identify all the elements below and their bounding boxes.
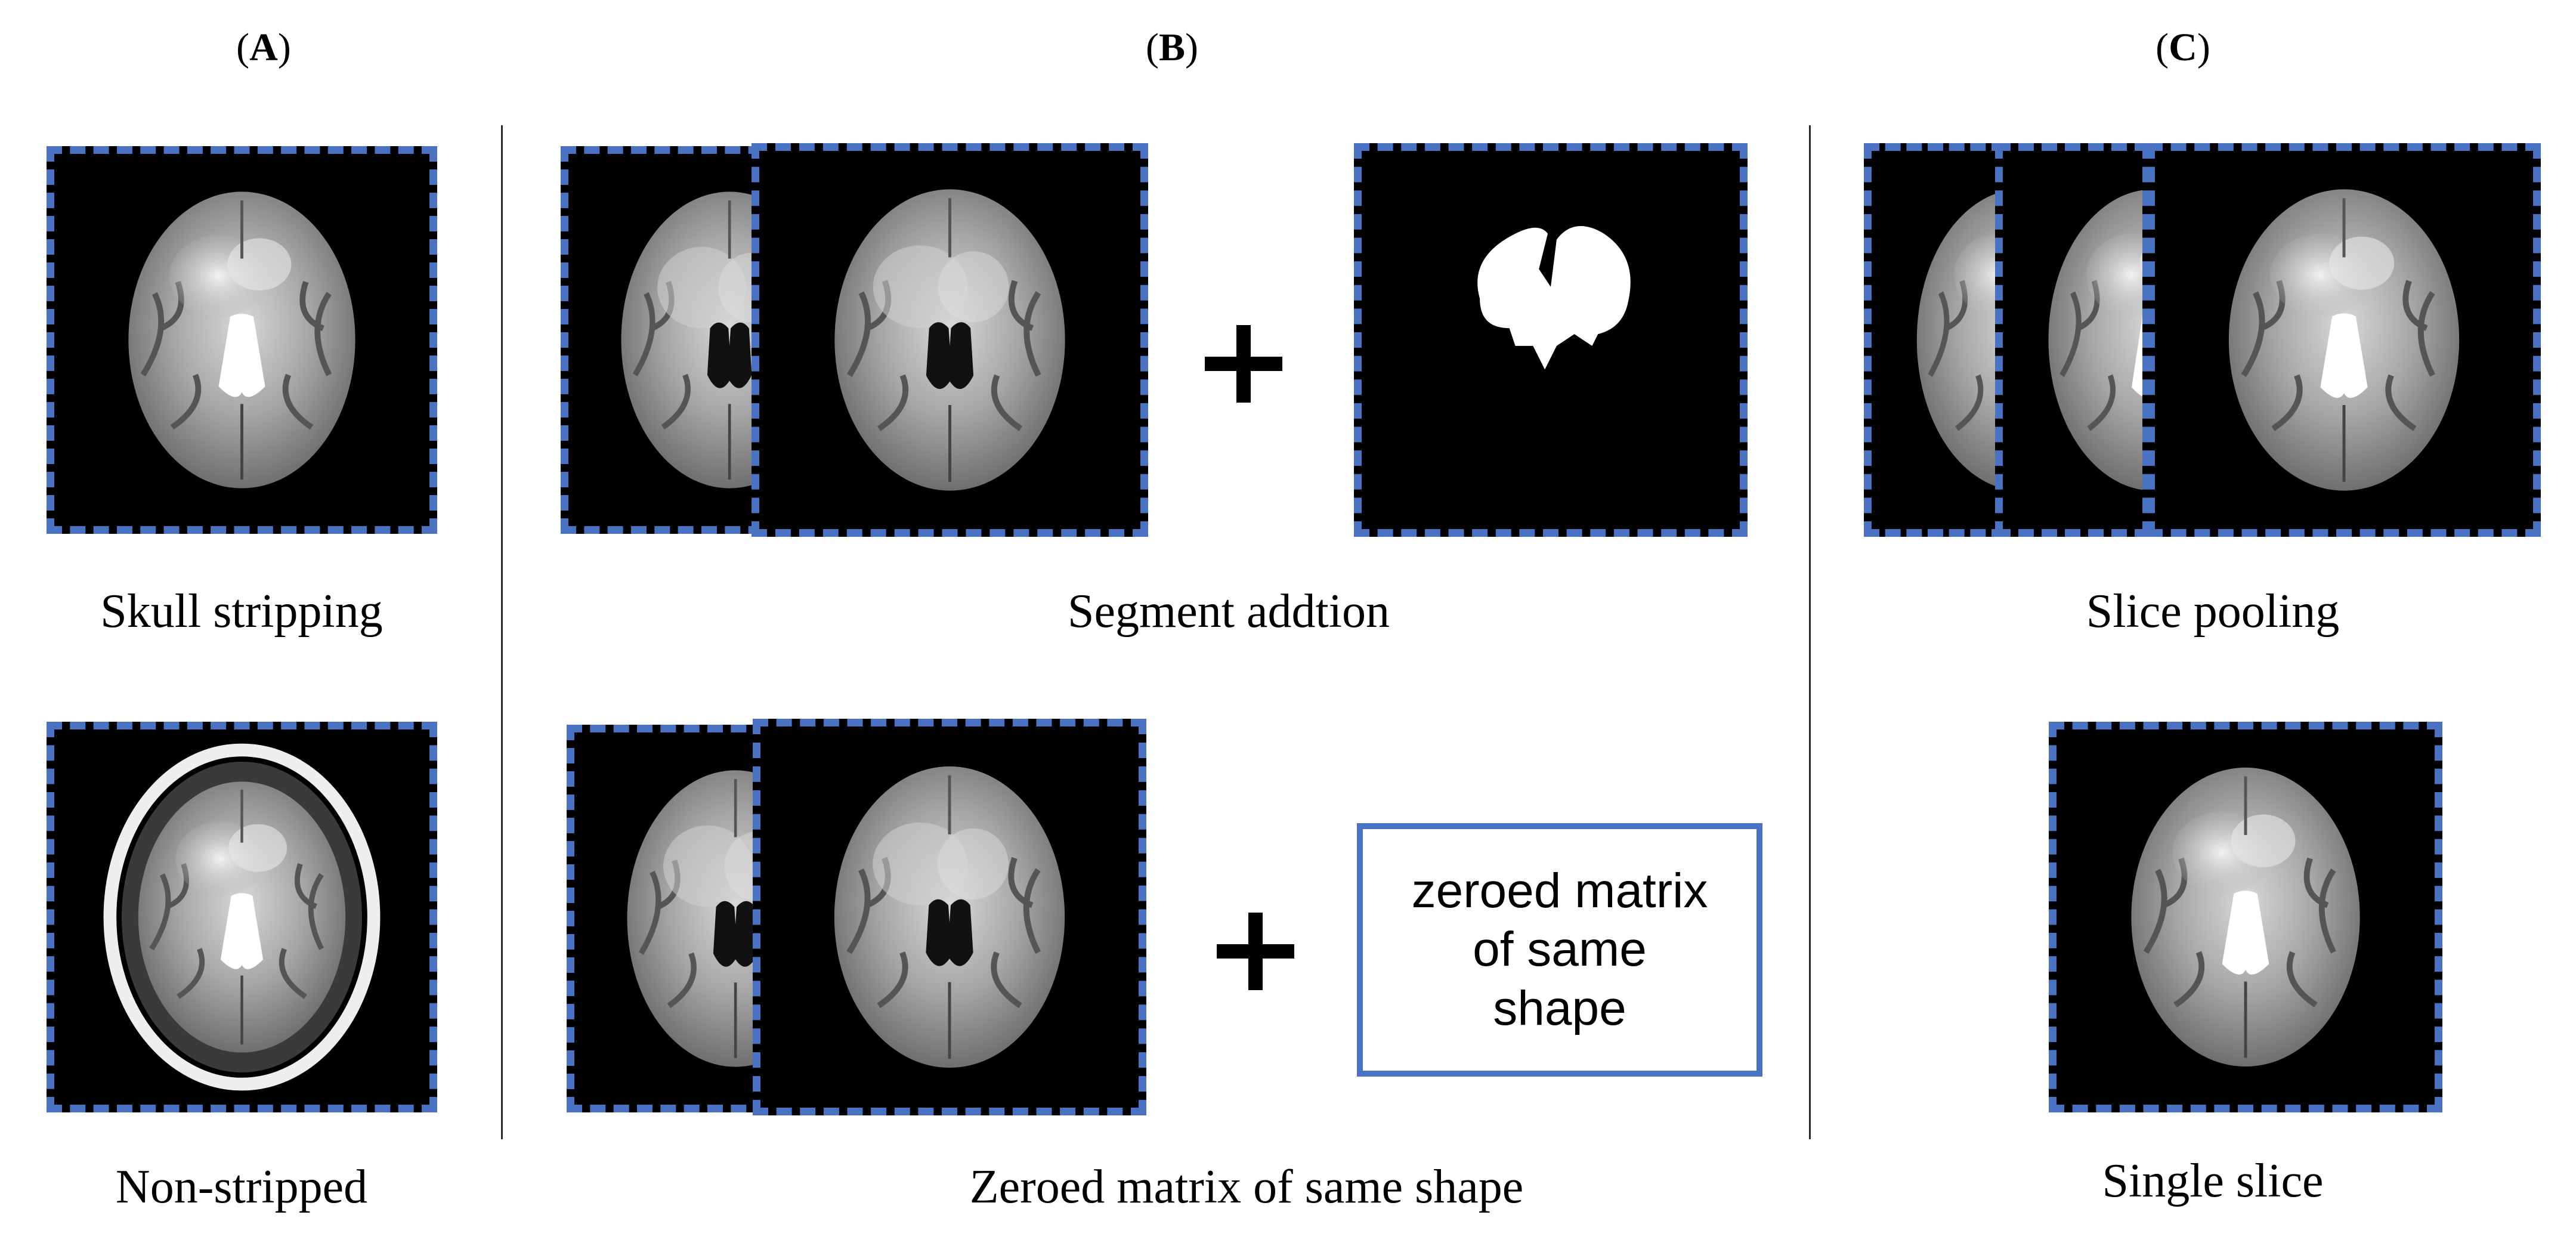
- caption-zeroed-matrix: Zeroed matrix of same shape: [969, 1161, 1524, 1213]
- plus-icon: [1205, 325, 1282, 403]
- pooled-slice-middle: [1995, 143, 2150, 537]
- brain-mri-icon: [54, 154, 429, 526]
- pooled-slice-back: [1864, 143, 2007, 537]
- plus-icon: [1217, 913, 1294, 990]
- segmentation-mask-image: [1354, 143, 1748, 537]
- brain-mri-icon: [1872, 151, 1999, 529]
- panel-label-b: (B): [1146, 26, 1198, 69]
- brain-mri-icon: [759, 151, 1140, 529]
- panel-label-a: (A): [236, 26, 291, 69]
- brain-mri-icon: [568, 154, 780, 526]
- zeroed-matrix-text: zeroed matrix of same shape: [1411, 863, 1708, 1035]
- brain-mri-icon: [103, 743, 381, 1091]
- caption-segment-addition: Segment addtion: [1068, 585, 1390, 638]
- brain-mri-icon: [760, 726, 1139, 1108]
- panel-label-c: (C): [2156, 26, 2210, 69]
- brain-mri-icon: [2057, 729, 2435, 1105]
- brain-mri-icon: [2155, 151, 2533, 529]
- stacked-slice-front: [752, 143, 1148, 537]
- divider-a-b: [501, 125, 503, 1139]
- non-stripped-image: [47, 722, 437, 1112]
- stacked-slice-back: [561, 146, 787, 534]
- caption-skull-stripping: Skull stripping: [100, 585, 383, 638]
- stacked-slice-front: [753, 719, 1146, 1115]
- caption-single-slice: Single slice: [2102, 1155, 2324, 1207]
- skull-stripped-image: [47, 146, 437, 534]
- segmentation-mask-icon: [1477, 225, 1631, 370]
- caption-slice-pooling: Slice pooling: [2086, 585, 2340, 638]
- caption-non-stripped: Non-stripped: [115, 1161, 368, 1213]
- pooled-slice-front: [2147, 143, 2541, 537]
- single-slice-image: [2049, 722, 2442, 1112]
- divider-b-c: [1809, 125, 1811, 1139]
- zeroed-matrix-box: zeroed matrix of same shape: [1357, 823, 1762, 1077]
- brain-mri-icon: [2003, 151, 2142, 529]
